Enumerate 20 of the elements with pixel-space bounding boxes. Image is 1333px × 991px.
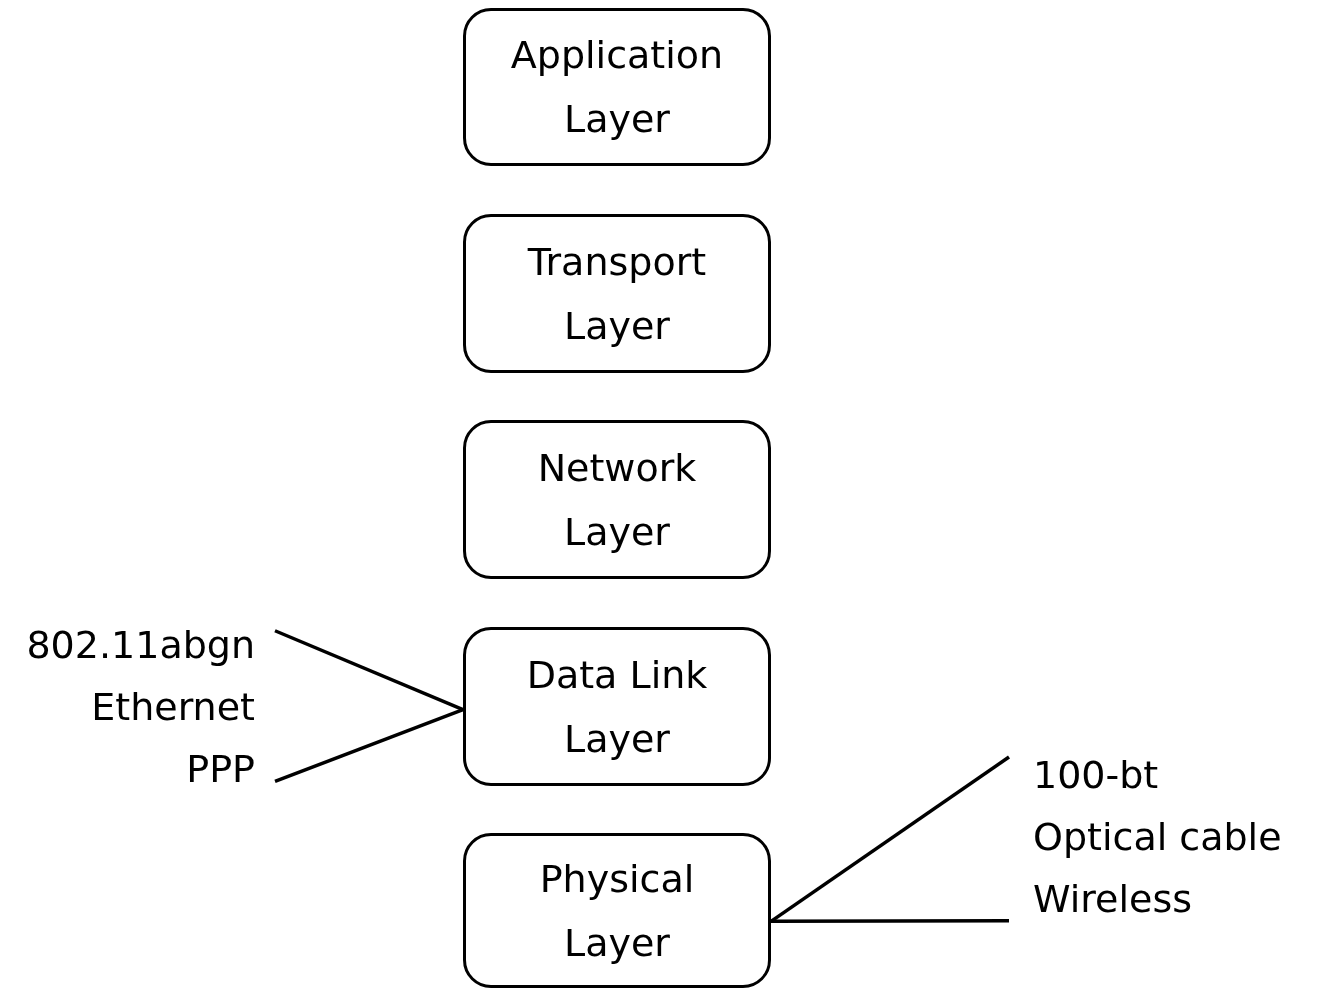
connector-line [274, 708, 464, 784]
layer-box [463, 214, 771, 373]
layer-name: Application Layer [509, 32, 725, 143]
protocol-label: Wireless [1033, 876, 1192, 923]
layer-box [463, 627, 771, 786]
connector-line [274, 629, 464, 712]
layer-box [463, 8, 771, 166]
layer-box [463, 420, 771, 579]
protocol-label: 802.11abgn [26, 622, 255, 669]
layer-box [463, 833, 771, 988]
connector-line [770, 755, 1010, 923]
layer-name: Transport Layer [526, 238, 708, 350]
layer-name: Physical Layer [538, 855, 696, 967]
connector-line [771, 918, 1009, 924]
protocol-label: 100-bt [1033, 752, 1159, 799]
protocol-label: Optical cable [1033, 814, 1282, 861]
protocol-label: Ethernet [91, 684, 255, 731]
layer-name: Data Link Layer [525, 651, 709, 763]
protocol-label: PPP [186, 746, 255, 793]
layer-name: Network Layer [536, 444, 698, 556]
